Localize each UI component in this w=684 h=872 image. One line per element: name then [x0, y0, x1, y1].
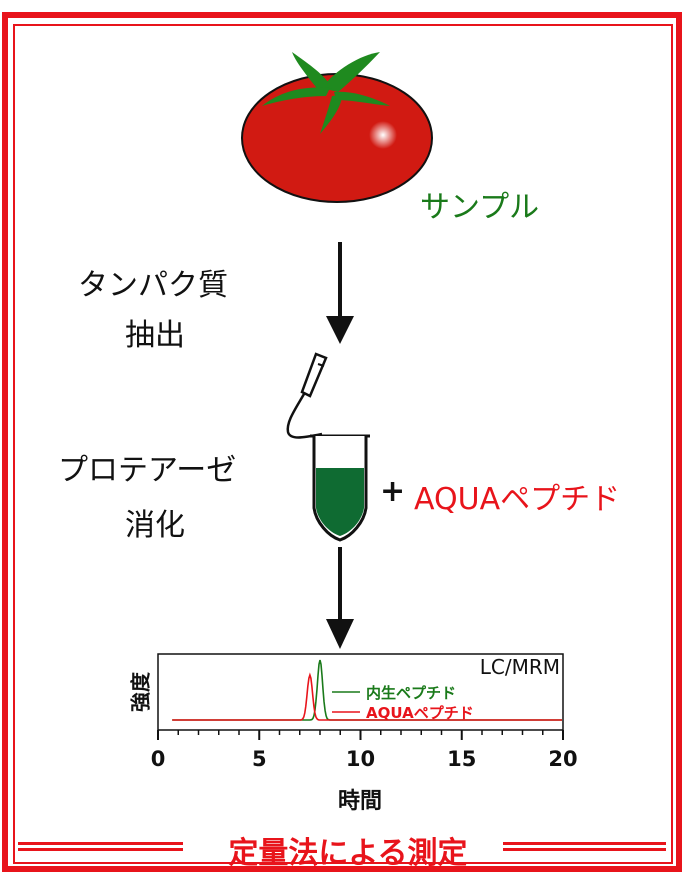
sample-label: サンプル	[420, 190, 540, 225]
bottom-title: 定量法による測定	[228, 836, 468, 871]
x-tick-label: 15	[447, 747, 476, 771]
protein-extraction-label-line2: 抽出	[125, 318, 185, 353]
lc-mrm-chart: LC/MRM 強度 時間 0 5 10 15 20 内生ペプチド AQUAペプチド	[129, 653, 578, 814]
legend-label: 内生ペプチド	[366, 684, 456, 702]
protein-extraction-label-line1: タンパク質	[78, 268, 228, 303]
arrow-down-icon	[326, 547, 354, 649]
tomato-icon	[241, 52, 433, 203]
x-tick-label: 10	[346, 747, 375, 771]
arrow-down-icon	[326, 242, 354, 344]
x-axis-label: 時間	[338, 789, 382, 814]
x-tick-label: 20	[548, 747, 577, 771]
y-axis-label: 強度	[129, 671, 153, 712]
x-tick-label: 5	[252, 747, 267, 771]
series-line-1	[172, 672, 562, 721]
legend-label: AQUAペプチド	[366, 704, 474, 722]
aqua-peptide-label: AQUAペプチド	[414, 482, 621, 517]
plus-sign: +	[380, 474, 406, 509]
chart-title: LC/MRM	[480, 655, 560, 679]
bottom-title-band: 定量法による測定	[18, 834, 666, 871]
diagram-canvas: サンプル タンパク質 抽出 プロテアーゼ 消化 + AQUAペプチド LC/MR…	[2, 12, 682, 872]
plot-area	[157, 653, 564, 731]
x-tick-label: 0	[151, 747, 166, 771]
protease-digestion-label-line2: 消化	[125, 508, 185, 543]
protease-digestion-label-line1: プロテアーゼ	[58, 453, 237, 488]
tube-icon	[310, 434, 370, 542]
pipette-icon	[286, 352, 328, 439]
